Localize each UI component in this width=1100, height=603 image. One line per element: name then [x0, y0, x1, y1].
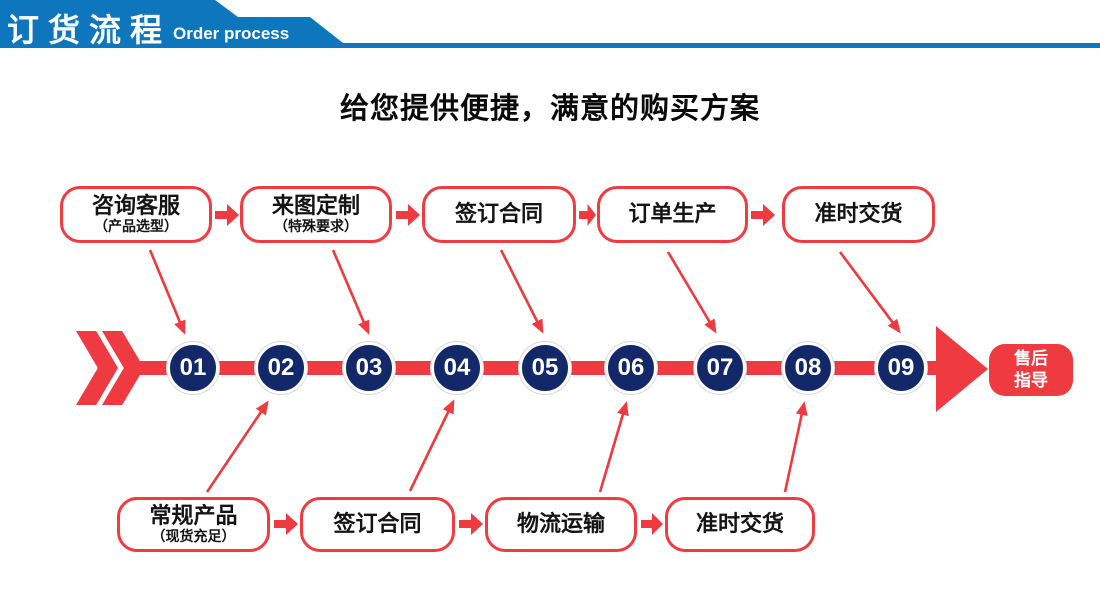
- header-title-en: Order process: [173, 24, 290, 43]
- right-arrow-icon: [459, 513, 483, 535]
- right-arrow-icon: [396, 204, 420, 226]
- right-arrow-icon: [641, 513, 663, 535]
- process-box-order-production: 订单生产: [597, 186, 748, 243]
- timeline-step-04: 04: [431, 342, 483, 394]
- process-box-logistics: 物流运输: [485, 497, 637, 552]
- right-arrow-icon: [579, 204, 596, 226]
- process-box-regular-product: 常规产品 （现货充足）: [117, 497, 270, 552]
- after-sales-badge: 售后 指导: [989, 344, 1073, 396]
- process-box-title: 订单生产: [628, 201, 717, 227]
- process-box-title: 来图定制: [271, 193, 360, 219]
- timeline-step-05: 05: [519, 342, 571, 394]
- timeline-step-08: 08: [782, 342, 834, 394]
- process-box-subtitle: （特殊要求）: [274, 217, 358, 234]
- process-box-subtitle: （产品选型）: [94, 217, 178, 234]
- process-box-on-time-delivery-top: 准时交货: [782, 186, 935, 243]
- after-sales-badge-line1: 售后: [1014, 348, 1048, 368]
- right-arrow-icon: [215, 204, 239, 226]
- process-box-title: 常规产品: [149, 503, 238, 529]
- process-box-title: 咨询客服: [91, 193, 180, 219]
- timeline-step-03: 03: [343, 342, 395, 394]
- timeline-step-02: 02: [255, 342, 307, 394]
- big-right-arrow-icon: [936, 326, 988, 412]
- header-title-cn: 订货流程: [7, 12, 172, 48]
- timeline-step-06: 06: [605, 342, 657, 394]
- process-box-title: 签订合同: [454, 201, 543, 227]
- process-box-sign-contract-bottom: 签订合同: [300, 497, 455, 552]
- process-box-title: 物流运输: [516, 511, 605, 537]
- page-title: 给您提供便捷，满意的购买方案: [339, 93, 760, 125]
- timeline-step-07: 07: [694, 342, 746, 394]
- process-box-title: 签订合同: [333, 511, 422, 537]
- after-sales-badge-line2: 指导: [1014, 371, 1048, 390]
- process-box-title: 准时交货: [695, 511, 784, 537]
- process-box-title: 准时交货: [814, 201, 903, 227]
- timeline-step-01: 01: [167, 342, 219, 394]
- process-box-consult: 咨询客服 （产品选型）: [60, 186, 212, 243]
- process-box-on-time-delivery-bottom: 准时交货: [665, 497, 815, 552]
- process-box-subtitle: （现货充足）: [151, 527, 236, 544]
- process-box-custom-design: 来图定制 （特殊要求）: [240, 186, 392, 243]
- right-arrow-icon: [274, 513, 298, 535]
- process-box-sign-contract-top: 签订合同: [422, 186, 576, 243]
- timeline-step-09: 09: [875, 342, 927, 394]
- right-arrow-icon: [751, 204, 775, 226]
